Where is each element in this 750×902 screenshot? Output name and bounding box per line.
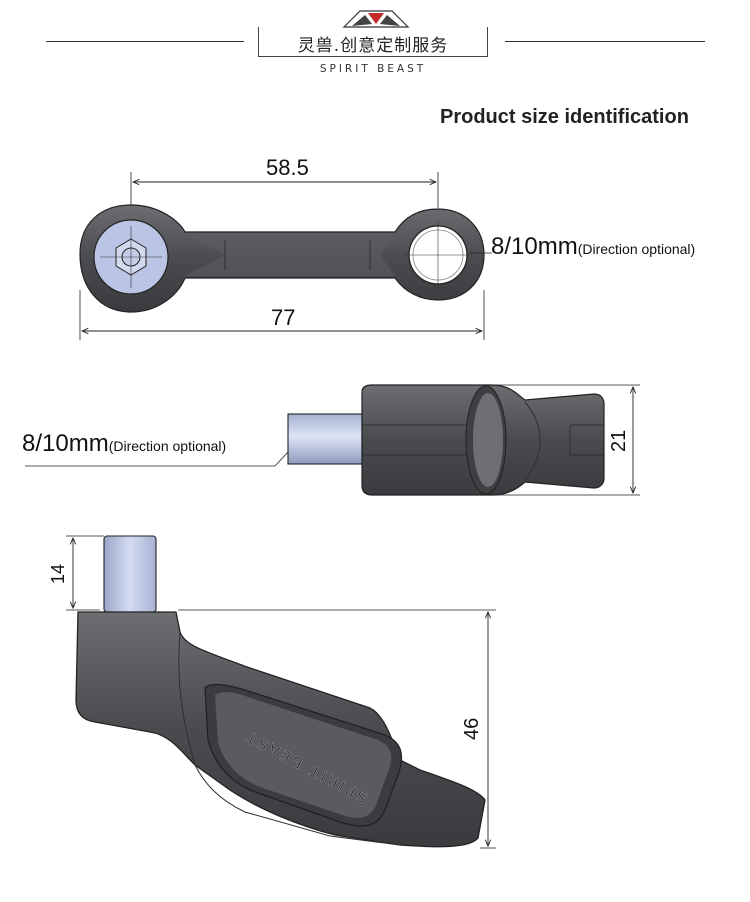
front-view: SPIRIT BEAST xyxy=(66,535,496,849)
dim-label-pin: 14 xyxy=(48,563,68,584)
dim-label-height: 21 xyxy=(608,429,630,452)
bore-size-value: 8/10mm xyxy=(491,233,578,260)
header-divider-right xyxy=(505,41,705,42)
header-divider-left xyxy=(46,41,244,42)
pin xyxy=(103,535,157,613)
dim-label-center: 58.5 xyxy=(266,155,309,180)
pin-size-label: 8/10mm(Direction optional) xyxy=(22,430,226,458)
pin xyxy=(287,413,363,465)
dim-label-overall: 77 xyxy=(271,305,296,330)
dim-label-body: 46 xyxy=(461,717,483,740)
page-title: Product size identification xyxy=(440,106,689,128)
top-view xyxy=(79,172,492,340)
bore-size-note: (Direction optional) xyxy=(577,241,696,257)
pin-size-note: (Direction optional) xyxy=(108,438,227,454)
pin-size-value: 8/10mm xyxy=(22,430,109,457)
bore-size-label: 8/10mm(Direction optional) xyxy=(491,233,695,261)
brand-name-english: SPIRIT BEAST xyxy=(319,63,427,75)
side-view xyxy=(25,384,640,496)
brand-name-chinese: 灵兽.创意定制服务 xyxy=(297,36,449,56)
brand-frame xyxy=(258,27,488,57)
